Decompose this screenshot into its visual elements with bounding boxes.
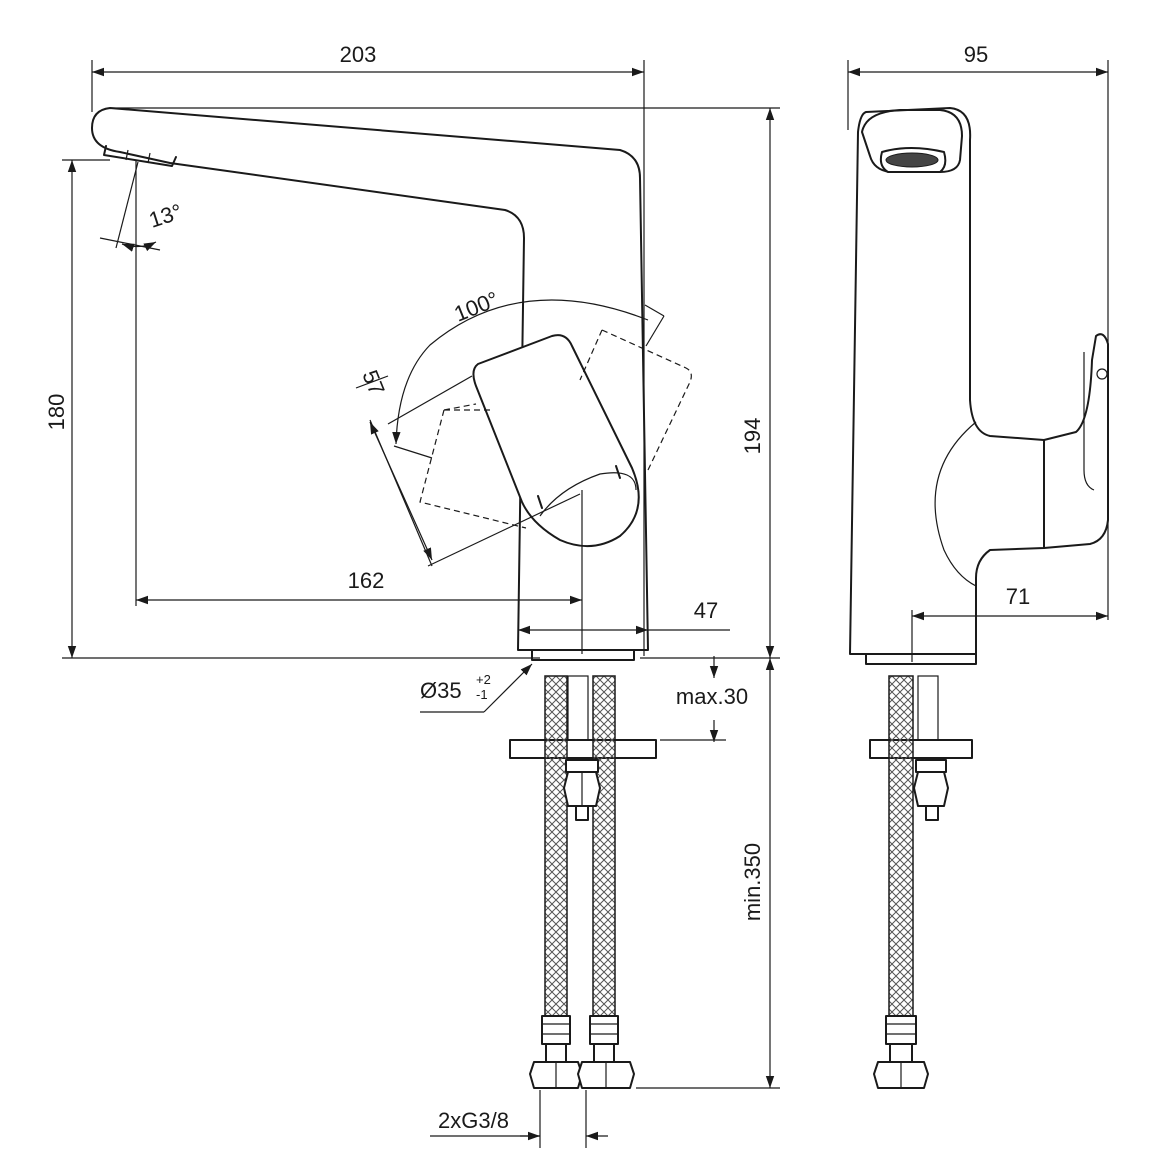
lever-rotation-label: 100° <box>451 286 503 326</box>
lever-position-right <box>579 329 692 471</box>
connections-label: 2xG3/8 <box>438 1108 509 1133</box>
hose-left <box>529 675 583 1089</box>
aerator <box>103 145 177 167</box>
mounting-plate <box>509 739 657 759</box>
max-deck-thickness-label: max.30 <box>676 684 748 709</box>
total-height-label: 194 <box>740 418 765 455</box>
body-width-label: 47 <box>694 598 718 623</box>
side-spout-top <box>861 109 963 173</box>
lever-offset-label: 71 <box>1006 584 1030 609</box>
hole-tolerance-minus: -1 <box>476 687 488 702</box>
side-fixing-nut <box>913 759 949 821</box>
base-ring <box>531 649 635 661</box>
fixing-nut <box>563 759 601 821</box>
min-hose-length-label: min.350 <box>740 843 765 921</box>
overall-length-label: 203 <box>340 42 377 67</box>
side-view: 95 71 <box>847 42 1109 1089</box>
hole-diameter-label: Ø35 <box>420 678 462 703</box>
tap-body-outline <box>91 107 649 651</box>
side-hose <box>873 675 929 1089</box>
spout-angle-label: 13° <box>146 199 185 233</box>
rotation-arc <box>392 299 649 445</box>
height-to-outlet-label: 180 <box>44 394 69 431</box>
lever-travel-label: 57 <box>357 367 389 399</box>
front-view: 100° 57 13° 203 180 194 162 <box>44 42 780 1148</box>
spout-reach-label: 162 <box>348 568 385 593</box>
hole-tolerance-plus: +2 <box>476 672 491 687</box>
side-lever <box>1043 333 1109 549</box>
lever-handle <box>472 334 640 548</box>
hose-right <box>577 675 635 1089</box>
side-body-outline <box>849 107 1045 655</box>
side-depth-label: 95 <box>964 42 988 67</box>
